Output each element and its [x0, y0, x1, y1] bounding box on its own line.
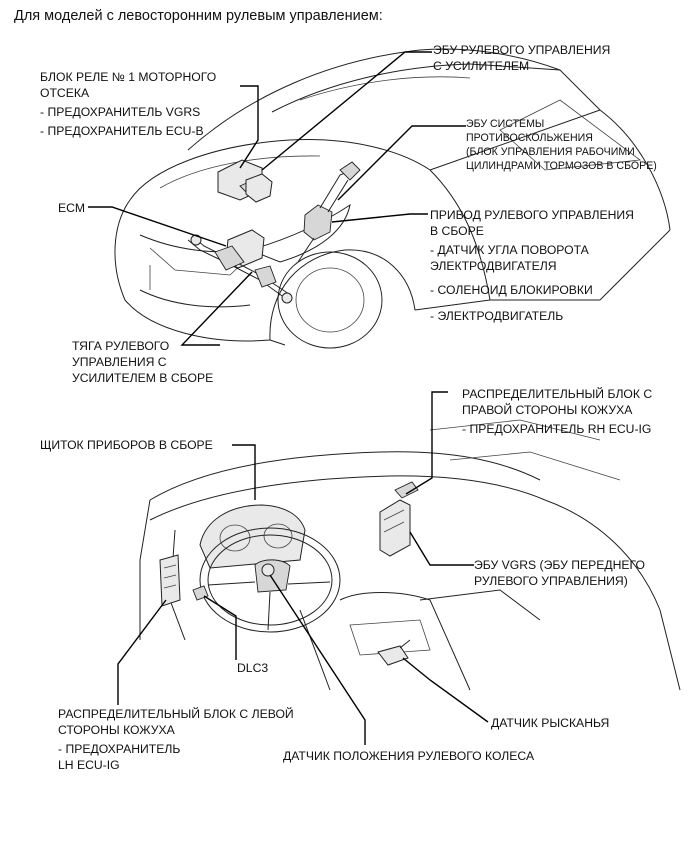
ecm-label: ECM: [58, 201, 86, 215]
rh-junction-block-label-line1: РАСПРЕДЕЛИТЕЛЬНЫЙ БЛОК С: [462, 387, 653, 401]
lh-junction-block-label-line2: СТОРОНЫ КОЖУХА: [58, 723, 175, 737]
power-steering-rack-label-line2: УПРАВЛЕНИЯ С: [72, 355, 167, 369]
vgrs-ecu-label: ЭБУ VGRS (ЭБУ ПЕРЕДНЕГО РУЛЕВОГО УПРАВЛЕ…: [474, 557, 645, 589]
top-leader-lines: [88, 51, 466, 346]
skid-control-ecu-label-line4: ЦИЛИНДРАМИ ТОРМОЗОВ В СБОРЕ): [466, 160, 657, 172]
steering-sensor-label: ДАТЧИК ПОЛОЖЕНИЯ РУЛЕВОГО КОЛЕСА: [283, 749, 535, 763]
dlc3-label: DLC3: [237, 661, 269, 675]
skid-control-ecu-label: ЭБУ СИСТЕМЫ ПРОТИВОСКОЛЬЖЕНИЯ (БЛОК УПРА…: [466, 117, 657, 173]
vgrs-ecu-label-line1: ЭБУ VGRS (ЭБУ ПЕРЕДНЕГО: [474, 558, 645, 572]
power-steering-rack-label-line1: ТЯГА РУЛЕВОГО: [72, 339, 170, 353]
vgrs-ecu-label-line2: РУЛЕВОГО УПРАВЛЕНИЯ): [474, 574, 628, 588]
lh-junction-block-label-line1: РАСПРЕДЕЛИТЕЛЬНЫЙ БЛОК С ЛЕВОЙ: [58, 707, 294, 721]
relay-block-label: БЛОК РЕЛЕ № 1 МОТОРНОГО ОТСЕКА - ПРЕДОХР…: [40, 69, 216, 139]
steering-actuator-label-line1: ПРИВОД РУЛЕВОГО УПРАВЛЕНИЯ: [430, 208, 634, 222]
engine-components-drawing: [187, 159, 361, 304]
skid-control-ecu-label-line3: (БЛОК УПРАВЛЕНИЯ РАБОЧИМИ: [466, 146, 635, 158]
lh-junction-block-label: РАСПРЕДЕЛИТЕЛЬНЫЙ БЛОК С ЛЕВОЙ СТОРОНЫ К…: [58, 706, 294, 773]
power-steering-rack-label: ТЯГА РУЛЕВОГО УПРАВЛЕНИЯ С УСИЛИТЕЛЕМ В …: [72, 338, 213, 386]
motor-angle-sensor-label: - ДАТЧИК УГЛА ПОВОРОТА ЭЛЕКТРОДВИГАТЕЛЯ: [430, 242, 634, 274]
lock-solenoid-label: - СОЛЕНОИД БЛОКИРОВКИ: [430, 283, 593, 297]
lh-fuse-label: - ПРЕДОХРАНИТЕЛЬ LH ECU-IG: [58, 741, 294, 773]
motor-angle-sensor-label-line1: - ДАТЧИК УГЛА ПОВОРОТА: [430, 243, 589, 257]
combination-meter-label: ЩИТОК ПРИБОРОВ В СБОРЕ: [40, 438, 213, 452]
power-steering-ecu-label-line1: ЭБУ РУЛЕВОГО УПРАВЛЕНИЯ: [433, 43, 611, 57]
fuse-ecu-b-label: - ПРЕДОХРАНИТЕЛЬ ECU-B: [40, 124, 204, 138]
lh-fuse-label-line2: LH ECU-IG: [58, 758, 120, 772]
steering-actuator-label-line2: В СБОРЕ: [430, 224, 484, 238]
car-body-drawing: [114, 48, 671, 349]
power-steering-ecu-label-line2: С УСИЛИТЕЛЕМ: [433, 59, 530, 73]
rh-junction-block-label: РАСПРЕДЕЛИТЕЛЬНЫЙ БЛОК С ПРАВОЙ СТОРОНЫ …: [462, 386, 652, 437]
skid-control-ecu-label-line2: ПРОТИВОСКОЛЬЖЕНИЯ: [466, 132, 593, 144]
dashboard-drawing: [139, 419, 681, 691]
motor-label: - ЭЛЕКТРОДВИГАТЕЛЬ: [430, 309, 564, 323]
relay-block-label-line1: БЛОК РЕЛЕ № 1 МОТОРНОГО: [40, 70, 217, 84]
power-steering-rack-label-line3: УСИЛИТЕЛЕМ В СБОРЕ: [72, 371, 214, 385]
rh-junction-block-label-line2: ПРАВОЙ СТОРОНЫ КОЖУХА: [462, 403, 633, 417]
bottom-leader-lines: [117, 391, 489, 745]
lh-fuse-label-line1: - ПРЕДОХРАНИТЕЛЬ: [58, 742, 181, 756]
power-steering-ecu-label: ЭБУ РУЛЕВОГО УПРАВЛЕНИЯ С УСИЛИТЕЛЕМ: [433, 42, 610, 74]
fuse-vgrs-label: - ПРЕДОХРАНИТЕЛЬ VGRS: [40, 105, 201, 119]
rh-fuse-label: - ПРЕДОХРАНИТЕЛЬ RH ECU-IG: [462, 422, 652, 436]
relay-block-label-line2: ОТСЕКА: [40, 86, 90, 100]
diagram-heading: Для моделей с левосторонним рулевым упра…: [14, 8, 383, 24]
steering-actuator-label: ПРИВОД РУЛЕВОГО УПРАВЛЕНИЯ В СБОРЕ - ДАТ…: [430, 207, 634, 324]
yaw-rate-sensor-label: ДАТЧИК РЫСКАНЬЯ: [491, 716, 610, 730]
motor-angle-sensor-label-line2: ЭЛЕКТРОДВИГАТЕЛЯ: [430, 259, 557, 273]
skid-control-ecu-label-line1: ЭБУ СИСТЕМЫ: [466, 118, 545, 130]
